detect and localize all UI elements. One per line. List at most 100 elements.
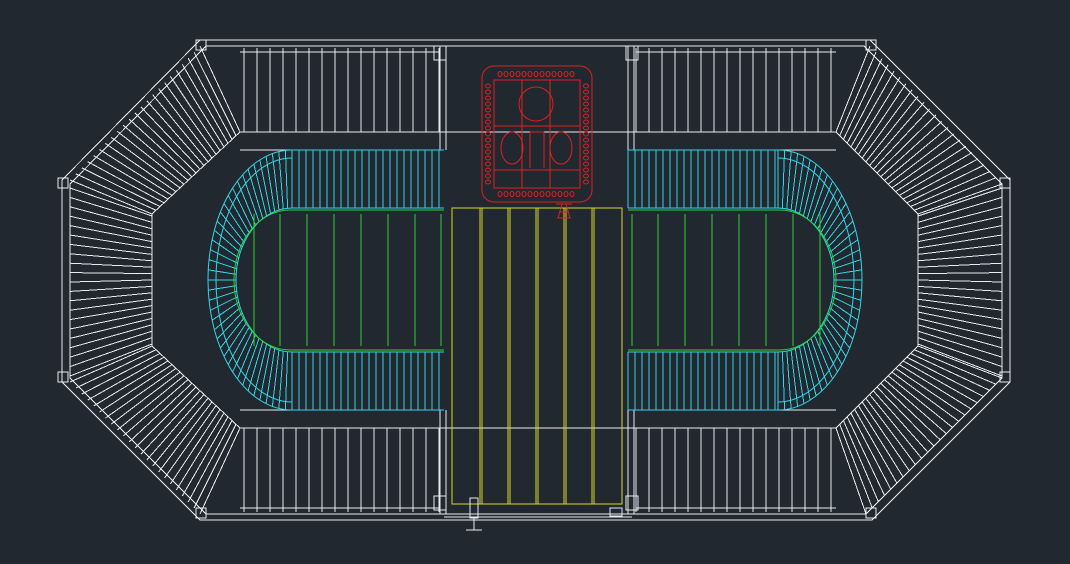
tier-step	[223, 203, 248, 238]
seat-row-nw	[140, 106, 201, 170]
seat-row-sw	[111, 371, 181, 425]
seat-row-se	[854, 409, 898, 484]
seat-row-nw	[187, 57, 233, 140]
seat-row-w	[69, 279, 153, 283]
seat-row-sw	[99, 364, 173, 413]
stage-bead	[557, 71, 563, 77]
stage-bead	[583, 149, 589, 155]
corner-post	[57, 371, 69, 383]
seat-row-nw	[75, 173, 157, 211]
stage-bead	[485, 173, 491, 179]
tier-step	[786, 151, 792, 209]
tier-step	[211, 301, 240, 321]
seat-row-se	[850, 412, 892, 490]
stage-bead	[545, 191, 551, 197]
tier-step	[822, 322, 847, 357]
seat-row-w	[69, 330, 153, 358]
tier-step	[259, 346, 272, 401]
seat-row-nw	[164, 82, 217, 155]
tier-step	[833, 269, 862, 275]
tier-step	[832, 249, 860, 264]
seat-row-se	[887, 375, 953, 428]
stage-bead	[497, 191, 503, 197]
tier-step	[827, 312, 854, 340]
seat-row-sw	[105, 367, 177, 419]
seat-row-nw	[134, 112, 197, 174]
curved-tier-layer	[207, 149, 863, 411]
seat-row-w	[69, 262, 153, 268]
seat-row-se	[917, 345, 1003, 379]
seat-row-e	[917, 253, 1003, 262]
seat-row-w	[69, 337, 153, 368]
seat-row-w	[69, 243, 153, 255]
seat-row-w	[69, 196, 153, 223]
tier-step	[830, 301, 859, 321]
stage-bead	[503, 191, 509, 197]
center-aisle-layer	[451, 207, 623, 505]
tier-step	[802, 164, 817, 216]
tier-inner-edge	[777, 207, 835, 353]
seat-row-nw	[93, 155, 169, 200]
corner-post	[195, 39, 207, 51]
tier-step	[208, 259, 237, 270]
gate-post	[469, 497, 479, 519]
tier-step	[236, 334, 257, 380]
stage-bead	[485, 149, 491, 155]
seat-row-nw	[116, 130, 185, 185]
seat-row-e	[917, 305, 1003, 321]
stage-bead	[583, 173, 589, 179]
tier-step	[247, 169, 264, 219]
tier-inner-edge	[235, 207, 293, 353]
tier-step	[832, 296, 860, 311]
seat-row-sw	[199, 427, 241, 515]
seat-row-se	[842, 420, 879, 502]
seat-row-nw	[111, 136, 181, 189]
seat-row-se	[902, 360, 978, 404]
tier-step	[216, 220, 243, 248]
stage-bead	[533, 71, 539, 77]
stage-bead	[551, 71, 557, 77]
gate-latch	[609, 507, 623, 517]
tier-step	[284, 351, 289, 410]
tier-step	[208, 269, 237, 275]
seat-row-ne	[835, 45, 871, 133]
seat-row-ne	[899, 152, 973, 196]
stage-bead	[583, 113, 589, 119]
column	[433, 45, 447, 61]
stage-bead	[485, 125, 491, 131]
seat-row-w	[69, 215, 153, 236]
seat-row-sw	[170, 409, 221, 485]
tier-step	[790, 349, 799, 407]
stage-platform-icon[interactable]	[481, 65, 593, 219]
tier-step	[227, 326, 250, 365]
stage-bead	[515, 191, 521, 197]
seat-row-e	[917, 343, 1003, 377]
seat-row-w	[69, 206, 153, 230]
seat-row-nw	[128, 118, 193, 178]
tier-step	[242, 174, 260, 222]
seat-row-e	[917, 317, 1003, 339]
seat-row-w	[69, 305, 153, 321]
column	[625, 45, 639, 61]
tier-step	[208, 285, 237, 291]
seat-row-se	[835, 427, 867, 515]
stage-bead	[521, 71, 527, 77]
stage-oval-left	[500, 131, 524, 165]
seat-row-sw	[181, 416, 229, 497]
stage-bead	[503, 71, 509, 77]
stage-bead	[485, 119, 491, 125]
tier-step	[236, 180, 257, 226]
stage-bead	[551, 191, 557, 197]
stage-bead	[509, 191, 515, 197]
seat-row-ne	[906, 164, 985, 204]
seat-row-se	[839, 424, 873, 508]
seat-row-sw	[193, 424, 237, 509]
seat-row-se	[895, 367, 966, 416]
seat-row-e	[917, 196, 1003, 223]
tier-step	[265, 348, 276, 404]
tier-step	[825, 317, 851, 349]
seat-row-se	[899, 364, 972, 410]
tier-step	[802, 344, 817, 396]
stage-bead	[485, 167, 491, 173]
